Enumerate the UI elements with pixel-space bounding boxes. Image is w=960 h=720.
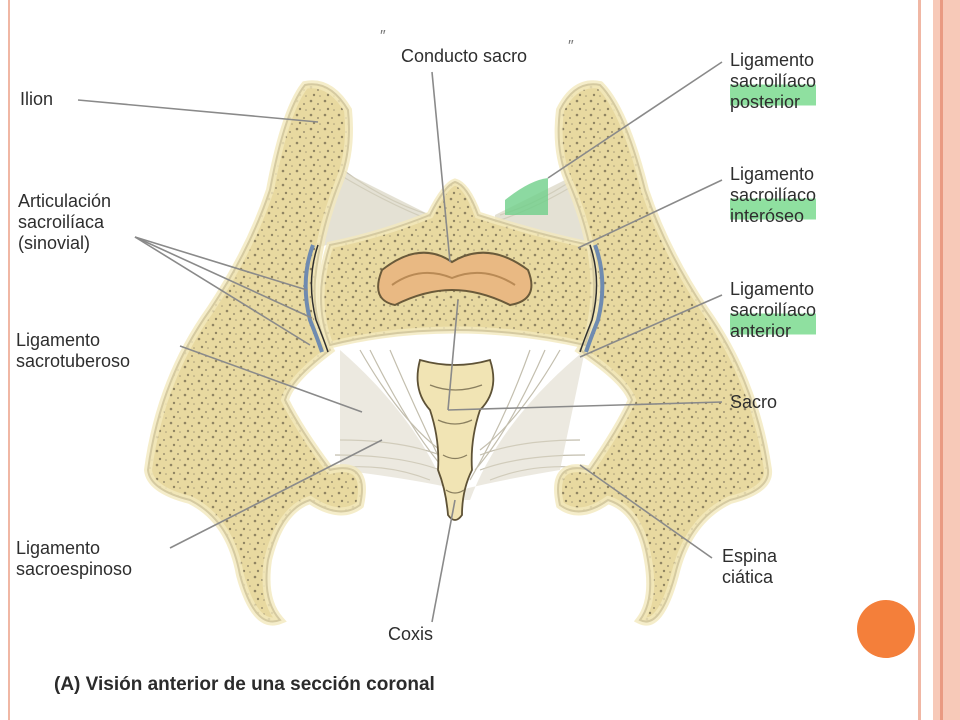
sacroiliac-joint-right bbox=[584, 244, 605, 353]
label-ligamento-interoseo: Ligamento sacroilíaco interóseo bbox=[730, 164, 817, 227]
print-mark-right: ″ bbox=[568, 38, 574, 55]
right-decor-stripe bbox=[940, 0, 943, 720]
leader-lines bbox=[77, 61, 723, 623]
label-ligamento-anterior: Ligamento sacroilíaco anterior bbox=[730, 279, 817, 342]
label-articulacion-sacroiliaca: Articulación sacroilíaca (sinovial) bbox=[18, 191, 112, 253]
sacroiliac-joint-left bbox=[303, 244, 324, 353]
ligament-lower bbox=[340, 350, 585, 500]
coccyx bbox=[416, 358, 495, 521]
print-mark-left: ″ bbox=[380, 28, 386, 45]
label-espina-ciatica: Espina ciática bbox=[722, 546, 778, 587]
posterior-ligament-highlight bbox=[505, 178, 548, 215]
right-decor-panel bbox=[933, 0, 960, 720]
ilion-left-cortex bbox=[143, 80, 366, 626]
label-coxis: Coxis bbox=[388, 624, 434, 644]
label-ligamento-sacrotuberoso: Ligamento sacrotuberoso bbox=[16, 330, 131, 371]
slide-border-right bbox=[918, 0, 921, 720]
figure-caption: (A) Visión anterior de una sección coron… bbox=[54, 674, 435, 695]
label-conducto-sacro: Conducto sacro bbox=[401, 46, 528, 66]
label-ligamento-sacroespinoso: Ligamento sacroespinoso bbox=[16, 538, 133, 579]
label-ligamento-posterior: Ligamento sacroilíaco posterior bbox=[730, 50, 817, 113]
slide-border-left bbox=[8, 0, 10, 720]
accent-dot bbox=[857, 600, 915, 658]
label-ilion: Ilion bbox=[20, 89, 54, 109]
label-sacro: Sacro bbox=[730, 392, 778, 412]
